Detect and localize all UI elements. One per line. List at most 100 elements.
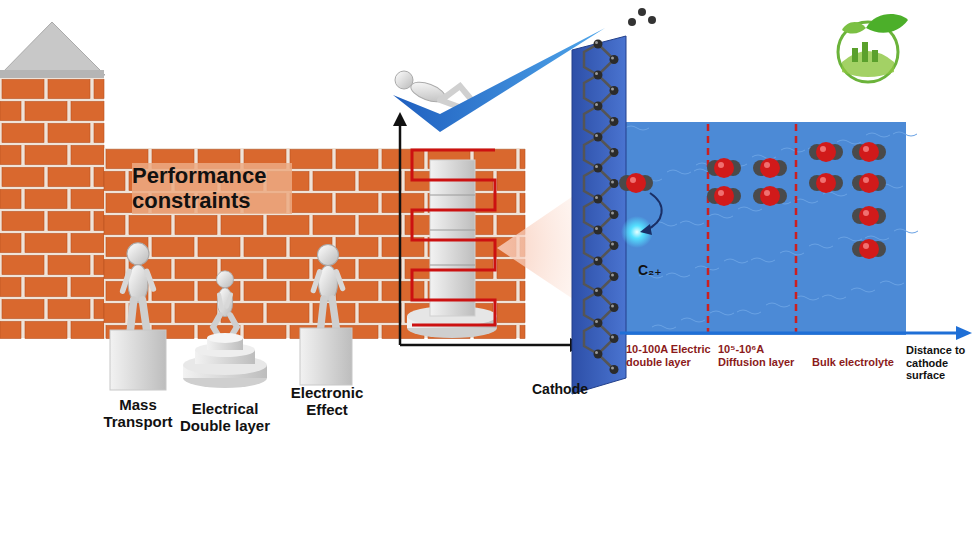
illustration-part: [313, 244, 342, 328]
illustration-part: [611, 212, 614, 215]
illustration-part: [430, 195, 475, 196]
illustration-part: [626, 173, 646, 193]
illustration-part: [794, 199, 818, 203]
illustration-part: [610, 148, 619, 157]
illustration-part: [123, 271, 154, 291]
illustration-part: [611, 336, 614, 339]
illustration-part: [594, 226, 603, 235]
illustration-part: [412, 150, 495, 325]
illustration-part: [625, 126, 649, 130]
constraint-label: Mass Transport: [98, 396, 178, 431]
illustration-part: [584, 230, 598, 261]
illustration-part: [25, 190, 67, 209]
illustration-part: [595, 351, 598, 354]
illustration-part: [2, 124, 44, 143]
illustration-part: [610, 210, 619, 219]
illustration-part: [25, 322, 67, 339]
illustration-part: [724, 259, 748, 263]
illustration-part: [866, 14, 908, 33]
illustration-part: [0, 70, 104, 78]
illustration-part: [127, 243, 149, 265]
illustration-part: [0, 102, 21, 121]
illustration-part: [764, 190, 770, 196]
illustration-part: [594, 164, 603, 173]
illustration-part: [859, 239, 879, 259]
illustration-part: [267, 260, 309, 279]
illustration-part: [244, 238, 286, 257]
illustration-part: [584, 137, 598, 168]
illustration-part: [221, 216, 263, 235]
illustration-part: [852, 206, 886, 226]
illustration-part: [594, 195, 603, 204]
illustration-part: [213, 315, 237, 335]
illustration-part: [207, 333, 243, 343]
illustration-part: [707, 124, 710, 333]
illustration-part: [595, 320, 598, 323]
illustration-part: [104, 304, 125, 323]
illustration-part: [474, 150, 516, 169]
illustration-part: [584, 106, 598, 137]
illustration-part: [244, 282, 286, 301]
illustration-part: [640, 224, 652, 235]
illustration-part: [863, 177, 869, 183]
illustration-part: [594, 319, 603, 328]
illustration-part: [0, 234, 21, 253]
illustration-part: [628, 18, 636, 26]
illustration-part: [25, 146, 67, 165]
illustration-part: [751, 258, 775, 262]
illustration-part: [48, 124, 90, 143]
illustration-part: [610, 117, 619, 126]
illustration-part: [862, 42, 868, 62]
illustration-part: [48, 300, 90, 319]
illustration-part: [520, 150, 525, 169]
illustration-part: [25, 234, 67, 253]
illustration-part: [753, 186, 787, 206]
illustration-part: [104, 216, 125, 235]
illustration-part: [780, 251, 804, 255]
illustration-part: [336, 238, 378, 257]
illustration-part: [620, 122, 906, 335]
illustration-part: [610, 86, 619, 95]
illustration-part: [2, 80, 44, 99]
illustration-part: [584, 75, 598, 106]
illustration-part: [94, 300, 104, 319]
illustration-part: [611, 305, 614, 308]
illustration-part: [130, 300, 147, 331]
illustration-part: [395, 71, 413, 89]
illustration-part: [760, 186, 780, 206]
illustration-part: [48, 256, 90, 275]
illustration-part: [619, 142, 886, 259]
illustration-part: [595, 196, 598, 199]
illustration-part: [863, 210, 869, 216]
illustration-part: [852, 48, 858, 62]
illustration-part: [859, 173, 879, 193]
illustration-part: [313, 216, 355, 235]
illustration-part: [842, 22, 866, 34]
illustration-part: [809, 244, 833, 248]
illustration-part: [430, 230, 475, 231]
illustration-part: [595, 165, 598, 168]
illustration-part: [595, 227, 598, 230]
illustration-part: [610, 303, 619, 312]
illustration-part: [594, 257, 603, 266]
illustration-part: [71, 102, 104, 121]
illustration-part: [244, 326, 286, 339]
illustration-part: [71, 190, 104, 209]
illustration-part: [213, 271, 237, 336]
illustration-part: [820, 146, 826, 152]
illustration-part: [859, 206, 879, 226]
illustration-part: [497, 172, 525, 191]
illustration-part: [520, 194, 525, 213]
illustration-part: [795, 124, 798, 333]
illustration-part: [738, 207, 762, 211]
illustration-part: [667, 170, 691, 174]
illustration-part: [584, 261, 598, 292]
illustration-part: [71, 322, 104, 339]
product-label: C₂₊: [638, 262, 678, 278]
illustration-part: [610, 365, 619, 374]
illustration-part: [610, 241, 619, 250]
illustration-part: [359, 172, 401, 191]
illustration-part: [0, 190, 21, 209]
illustration-part: [0, 278, 21, 297]
illustration-part: [737, 310, 761, 314]
